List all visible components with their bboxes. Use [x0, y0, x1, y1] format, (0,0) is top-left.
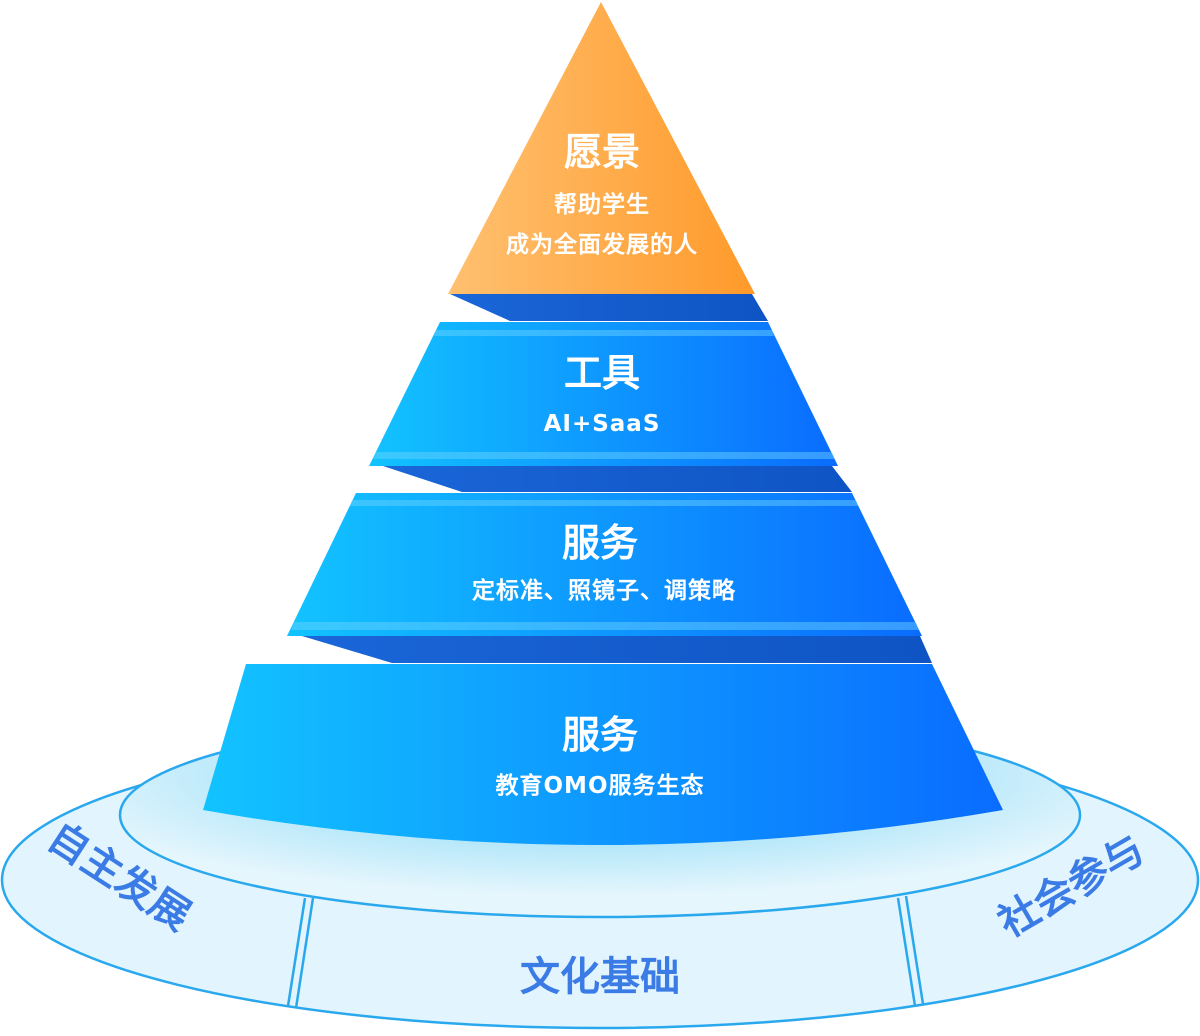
tier-ecosystem-title: 服务	[562, 713, 638, 757]
tier-ecosystem-subtitle: 教育OMO服务生态	[496, 772, 705, 799]
tier-ecosystem: 服务 教育OMO服务生态	[203, 636, 1003, 845]
tier-tools-face	[369, 322, 838, 466]
ring-divider-left	[286, 897, 307, 1007]
tier-vision-face	[448, 2, 755, 294]
tier-service-title: 服务	[562, 521, 638, 565]
ring-label-center: 文化基础	[520, 954, 680, 1000]
tier-ecosystem-face	[203, 664, 1003, 845]
tier-vision-line-1: 帮助学生	[554, 191, 650, 218]
tier-service-subtitle: 定标准、照镜子、调策略	[472, 577, 736, 604]
tier-tools-subtitle: AI+SaaS	[544, 411, 661, 437]
tier-vision-line-2: 成为全面发展的人	[506, 231, 698, 258]
tier-tools-title: 工具	[564, 351, 640, 395]
tier-tools-top-slab	[450, 294, 768, 321]
tier-service: 服务 定标准、照镜子、调策略	[287, 466, 922, 636]
tier-vision-title: 愿景	[564, 130, 640, 174]
tier-service-face	[287, 493, 922, 636]
tier-ecosystem-top-slab	[302, 636, 932, 663]
tier-service-top-slab	[383, 466, 852, 492]
ring-divider-right	[896, 897, 917, 1007]
tier-vision: 愿景 帮助学生 成为全面发展的人	[448, 2, 755, 294]
tier-tools: 工具 AI+SaaS	[369, 294, 838, 466]
